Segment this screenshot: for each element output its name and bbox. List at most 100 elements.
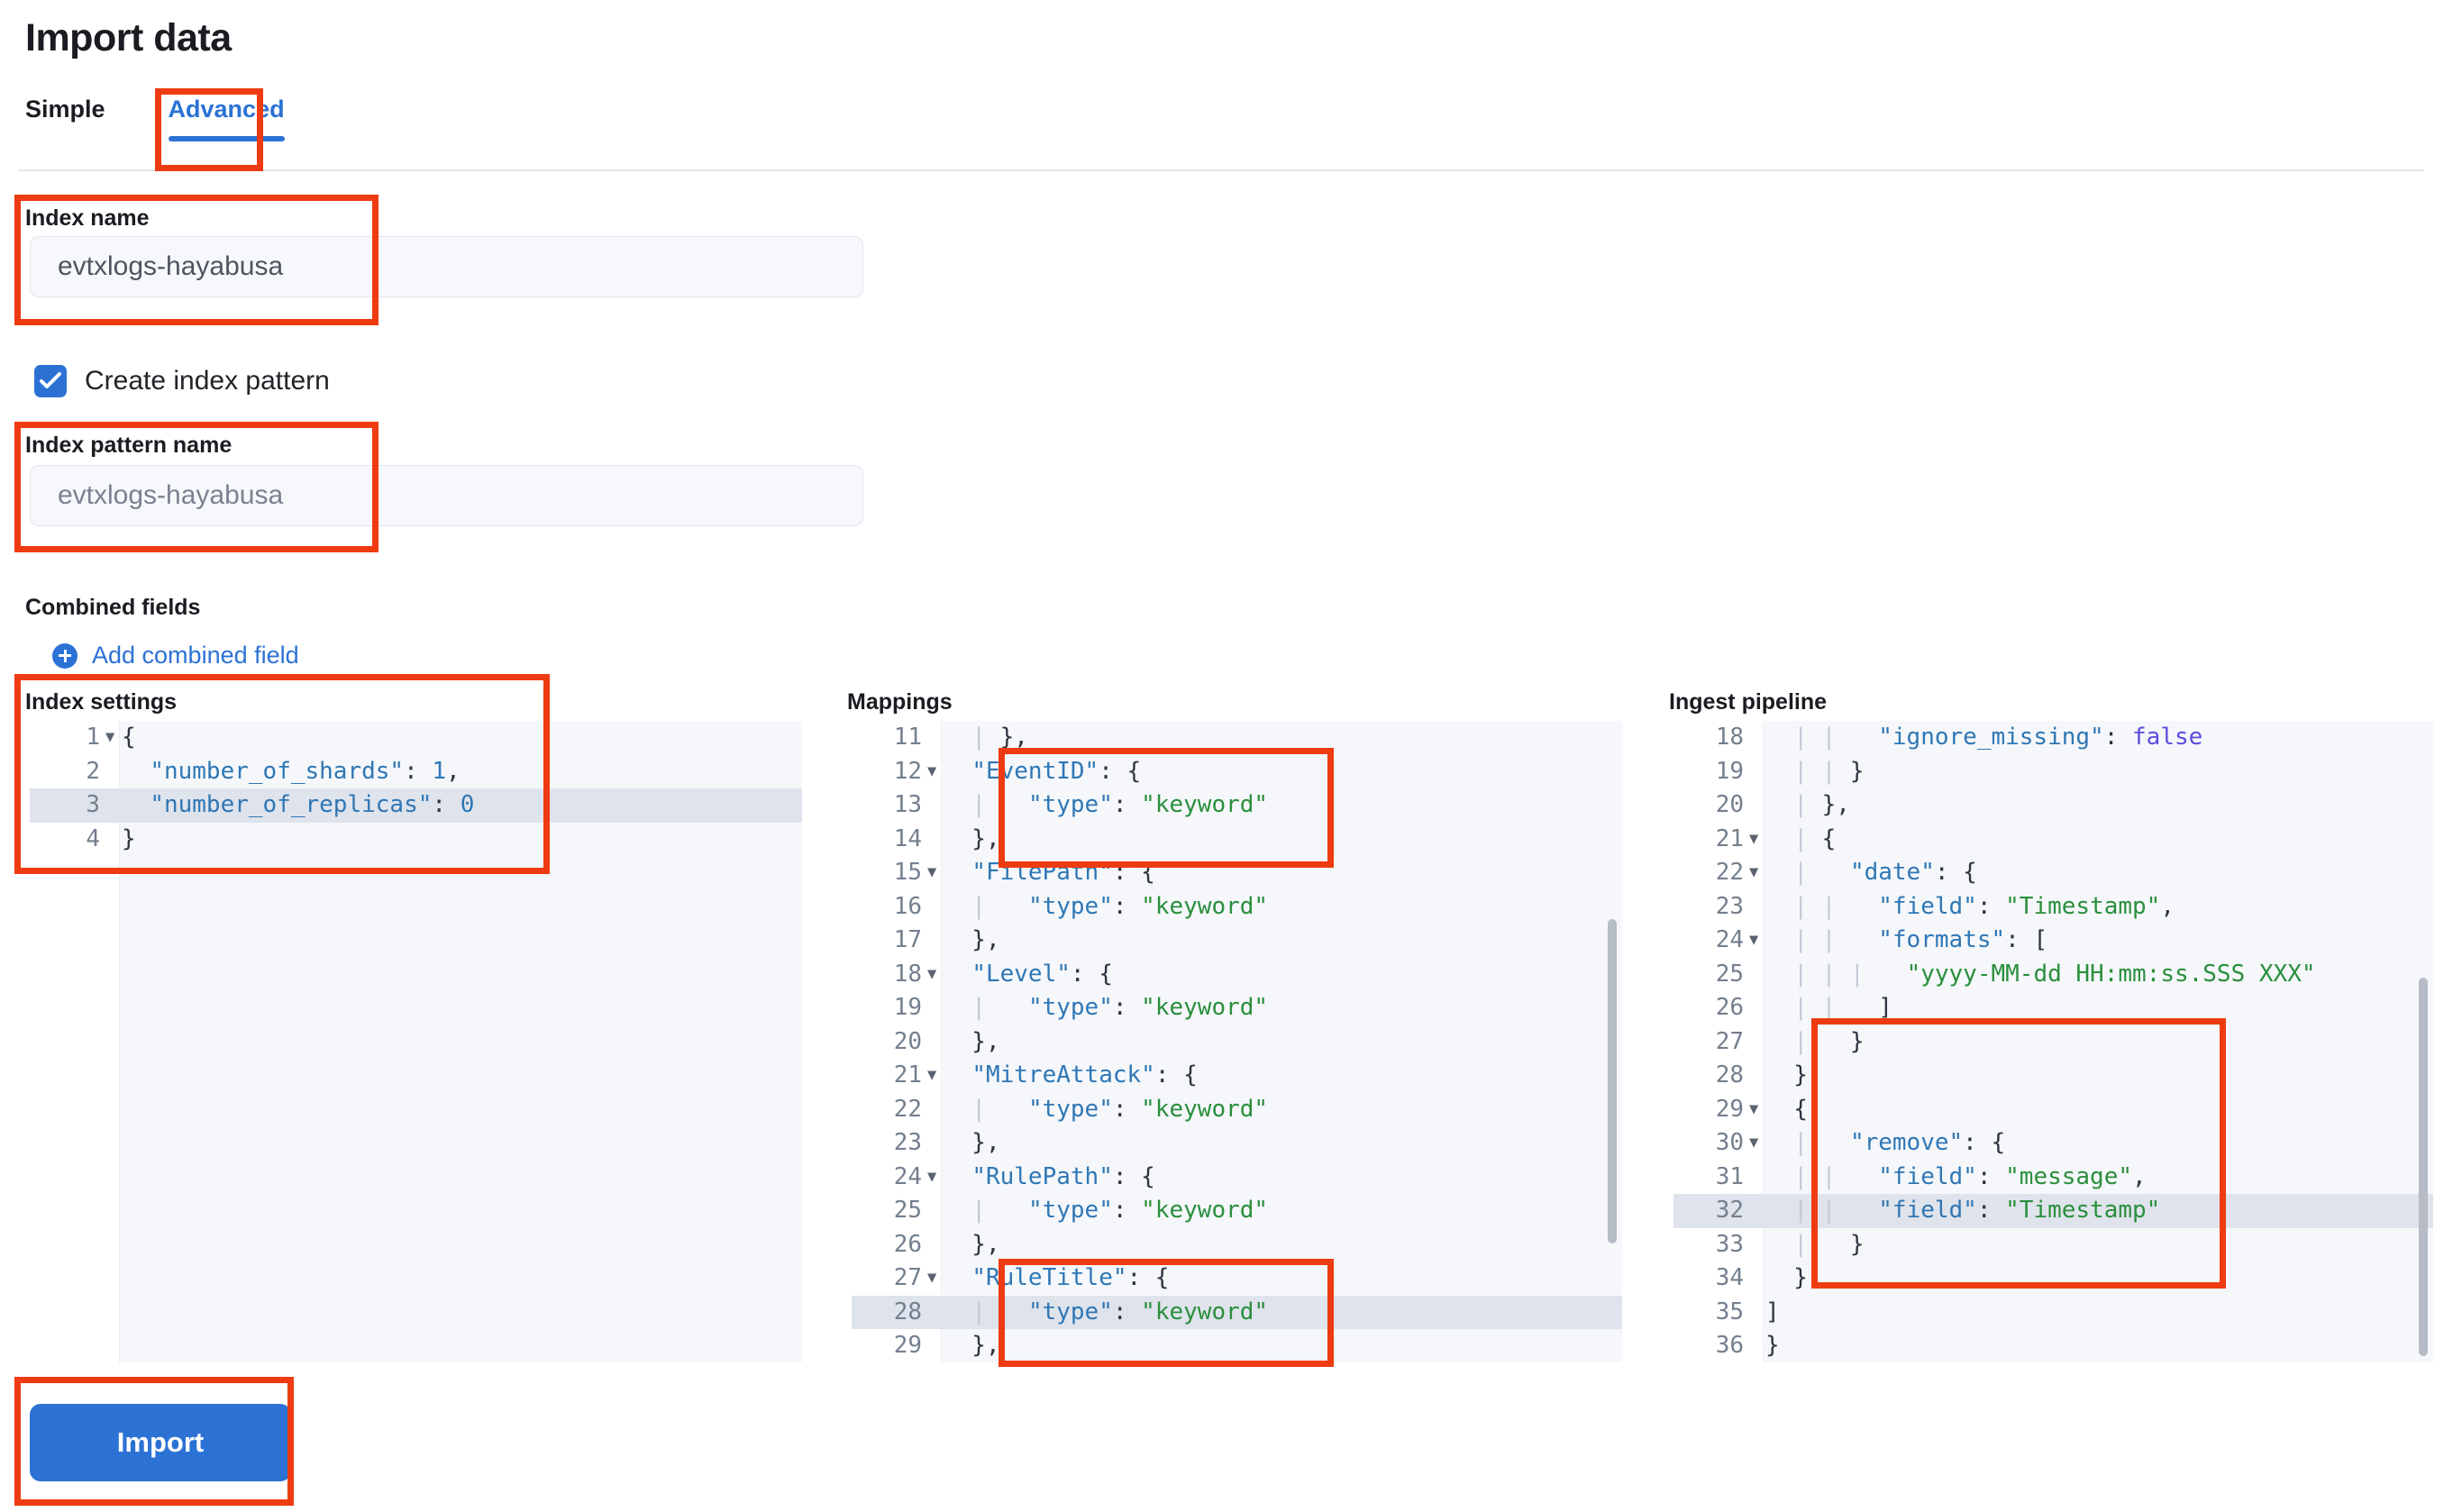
tab-simple[interactable]: Simple xyxy=(25,96,105,123)
line-number: 34 xyxy=(1715,1264,1744,1291)
combined-fields-heading: Combined fields xyxy=(25,595,201,620)
code-line: 30▼ | "remove": { xyxy=(1673,1126,2433,1161)
ingest-pipeline-vertical-scrollbar[interactable] xyxy=(2419,978,2428,1356)
code-text: ] xyxy=(1765,1298,1780,1325)
create-index-pattern-label: Create index pattern xyxy=(85,366,330,396)
create-index-pattern-checkbox[interactable]: Create index pattern xyxy=(34,365,330,397)
line-number: 23 xyxy=(893,1129,922,1156)
line-number: 27 xyxy=(1715,1027,1744,1055)
line-number: 26 xyxy=(893,1230,922,1258)
line-number: 28 xyxy=(1715,1061,1744,1088)
index-pattern-name-label: Index pattern name xyxy=(25,433,233,458)
checkmark-icon xyxy=(34,365,67,397)
code-text: }, xyxy=(944,1027,1000,1055)
fold-arrow-icon[interactable]: ▼ xyxy=(927,863,937,881)
add-combined-field-label: Add combined field xyxy=(92,642,299,669)
line-number: 24 xyxy=(893,1162,922,1190)
code-text: | "type": "keyword" xyxy=(971,994,1269,1021)
index-name-input[interactable]: evtxlogs-hayabusa xyxy=(30,236,863,297)
line-number: 26 xyxy=(1715,994,1744,1021)
line-number: 36 xyxy=(1715,1332,1744,1359)
fold-arrow-icon[interactable]: ▼ xyxy=(1749,829,1759,848)
code-text: | | "field": "Timestamp" xyxy=(1793,1197,2161,1224)
line-number: 18 xyxy=(893,960,922,988)
line-number: 31 xyxy=(1715,1162,1744,1190)
line-number: 20 xyxy=(893,1027,922,1055)
fold-arrow-icon[interactable]: ▼ xyxy=(1749,1134,1759,1152)
code-text: | "type": "keyword" xyxy=(971,1298,1269,1325)
code-text: "RulePath": { xyxy=(971,1162,1155,1190)
fold-arrow-icon[interactable]: ▼ xyxy=(1749,1099,1759,1118)
import-button[interactable]: Import xyxy=(30,1404,291,1481)
code-text: "number_of_shards": 1, xyxy=(150,757,461,785)
code-text: }, xyxy=(944,1230,1000,1258)
code-line: 17 }, xyxy=(852,924,1622,958)
line-number: 12 xyxy=(893,757,922,785)
mappings-vertical-scrollbar[interactable] xyxy=(1608,919,1617,1243)
line-number: 28 xyxy=(852,1295,922,1329)
fold-arrow-icon[interactable]: ▼ xyxy=(927,964,937,983)
code-line: 13 | "type": "keyword" xyxy=(852,788,1622,823)
code-text: "number_of_replicas": 0 xyxy=(150,791,475,818)
code-line: 27▼ "RuleTitle": { xyxy=(852,1262,1622,1296)
code-text: | | } xyxy=(1793,757,1865,785)
line-number: 17 xyxy=(893,926,922,953)
line-number: 29 xyxy=(1715,1095,1744,1123)
fold-arrow-icon[interactable]: ▼ xyxy=(927,1269,937,1287)
fold-arrow-icon[interactable]: ▼ xyxy=(927,761,937,780)
ingest-pipeline-gutter xyxy=(1673,721,1764,1362)
code-line: 23 | | "field": "Timestamp", xyxy=(1673,890,2433,925)
index-settings-heading: Index settings xyxy=(25,689,178,715)
index-settings-gutter xyxy=(30,721,120,1362)
mappings-editor[interactable]: 11 | },12▼ "EventID": {13 | "type": "key… xyxy=(852,721,1622,1362)
code-line: 19 | | } xyxy=(1673,755,2433,789)
code-line: 31 | | "field": "message", xyxy=(1673,1161,2433,1195)
plus-circle-icon xyxy=(52,642,78,669)
code-line: 19 | "type": "keyword" xyxy=(852,991,1622,1025)
code-text: "FilePath": { xyxy=(971,859,1155,886)
code-line: 12▼ "EventID": { xyxy=(852,755,1622,789)
tab-advanced[interactable]: Advanced xyxy=(136,97,317,141)
code-line: 24 ▼ "RulePath": { xyxy=(852,1161,1622,1195)
fold-arrow-icon[interactable]: ▼ xyxy=(927,1066,937,1084)
fold-arrow-icon[interactable]: ▼ xyxy=(927,1167,937,1186)
fold-arrow-icon[interactable]: ▼ xyxy=(1749,931,1759,949)
line-number: 22 xyxy=(1715,859,1744,886)
line-number: 19 xyxy=(1715,757,1744,785)
code-line: 24▼ | | "formats": [ xyxy=(1673,924,2433,958)
code-text: }, xyxy=(944,1129,1000,1156)
index-settings-lines: 1▼{2 "number_of_shards": 1,3 "number_of_… xyxy=(30,721,802,856)
code-text: }, xyxy=(944,926,1000,953)
index-pattern-name-input[interactable]: evtxlogs-hayabusa xyxy=(30,465,863,526)
page-title: Import data xyxy=(25,16,232,59)
code-text: | }, xyxy=(1793,791,1850,818)
add-combined-field-link[interactable]: Add combined field xyxy=(52,642,299,669)
code-text: { xyxy=(122,724,136,751)
line-number: 4 xyxy=(86,824,100,852)
code-line: 29▼ { xyxy=(1673,1093,2433,1127)
code-line: 22▼ | "date": { xyxy=(1673,856,2433,890)
fold-arrow-icon[interactable]: ▼ xyxy=(1749,863,1759,881)
line-number: 23 xyxy=(1715,892,1744,920)
code-text: | "type": "keyword" xyxy=(971,892,1269,920)
tab-bar: Simple Advanced xyxy=(25,97,317,141)
code-line: 11 | }, xyxy=(852,721,1622,755)
line-number: 16 xyxy=(893,892,922,920)
line-number: 3 xyxy=(30,788,100,823)
code-text: | "type": "keyword" xyxy=(971,1197,1269,1224)
code-text: | | | "yyyy-MM-dd HH:mm:ss.SSS XXX" xyxy=(1793,960,2316,988)
code-line: 14 }, xyxy=(852,823,1622,857)
code-text: } xyxy=(1765,1264,1808,1291)
code-line: 27 | } xyxy=(1673,1025,2433,1060)
mappings-heading: Mappings xyxy=(847,689,953,715)
line-number: 15 xyxy=(893,859,922,886)
line-number: 11 xyxy=(893,724,922,751)
line-number: 29 xyxy=(893,1332,922,1359)
code-text: }, xyxy=(944,1332,1000,1359)
line-number: 25 xyxy=(1715,960,1744,988)
line-number: 13 xyxy=(893,791,922,818)
fold-arrow-icon[interactable]: ▼ xyxy=(105,728,115,746)
index-settings-editor[interactable]: 1▼{2 "number_of_shards": 1,3 "number_of_… xyxy=(30,721,802,1362)
